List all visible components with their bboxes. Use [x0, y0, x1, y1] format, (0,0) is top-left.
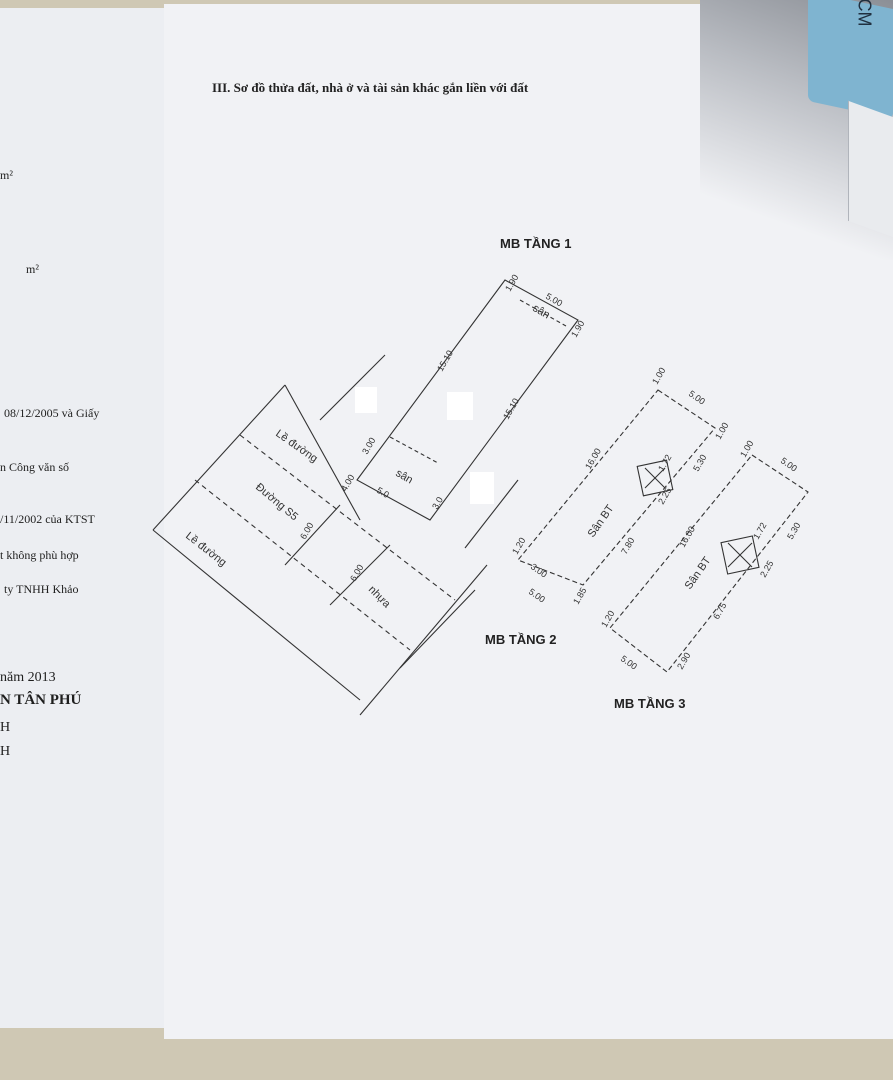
- label-road-shoulder-bottom: Lề đường: [183, 530, 228, 569]
- dim-label: 5.00: [779, 455, 799, 473]
- dim-label: 1.72: [656, 453, 673, 473]
- plan-title-floor1: MB TẦNG 1: [500, 236, 572, 251]
- dim-label: 1.72: [751, 521, 768, 541]
- redacted-box: [447, 392, 473, 420]
- dim-label: 5.30: [691, 453, 708, 473]
- dim-label: 15.10: [435, 348, 455, 373]
- floor2-label: Sân BT: [586, 503, 617, 540]
- dim-label: 1.20: [510, 536, 527, 556]
- left-fragment: /11/2002 của KTST: [0, 512, 95, 526]
- dim-label: 7.80: [619, 536, 636, 556]
- dim-label: 6.75: [711, 601, 728, 621]
- floor3-outline: [609, 454, 809, 673]
- dim-label: 3.0: [430, 495, 445, 511]
- dim-label: 1.00: [713, 421, 730, 441]
- redacted-box: [355, 387, 377, 413]
- dim-label: 5.00: [619, 653, 639, 671]
- dim-label: 4.00: [339, 473, 356, 493]
- left-fragment: N TÂN PHÚ: [0, 692, 82, 708]
- dim-label: 6.00: [348, 563, 365, 583]
- label-san-top: sân: [531, 302, 552, 321]
- dim-label: 5.00: [687, 388, 707, 406]
- left-fragment: m²: [0, 168, 13, 182]
- dim-label: 1.90: [503, 273, 520, 293]
- left-fragment: n Công văn số: [0, 460, 69, 474]
- left-page: [0, 8, 169, 1028]
- left-fragment: H: [0, 720, 11, 735]
- left-fragment: ty TNHH Khảo: [4, 582, 79, 596]
- dim-label: 2.25: [656, 486, 673, 506]
- label-san-mid: sân: [394, 467, 415, 486]
- dim-label: 5.30: [785, 521, 802, 541]
- label-road-shoulder-top: Lề đường: [273, 428, 319, 465]
- dim-label: 5.00: [527, 586, 547, 604]
- left-fragment: m²: [26, 262, 39, 276]
- plan-title-floor3: MB TẦNG 3: [614, 696, 686, 711]
- label-asphalt: nhựa: [366, 584, 393, 611]
- dim-label: 2.25: [758, 559, 775, 579]
- dim-label: 1.00: [650, 366, 667, 386]
- dim-label: 1.90: [569, 319, 586, 339]
- dim-label: 1.85: [571, 586, 588, 606]
- left-fragment: H: [0, 744, 11, 759]
- dim-label: 6.00: [298, 521, 315, 541]
- left-fragment: t không phù hợp: [0, 548, 79, 562]
- floor3-label: Sân BT: [683, 555, 714, 592]
- dim-label: 5.00: [544, 291, 564, 308]
- section-heading: III. Sơ đồ thửa đất, nhà ở và tài sản kh…: [212, 80, 529, 95]
- lot-outline: [356, 279, 579, 521]
- left-fragment: 08/12/2005 và Giấy: [4, 406, 100, 420]
- dim-label: 15.10: [501, 396, 521, 421]
- dim-label: 1.20: [599, 609, 616, 629]
- plan-title-floor2: MB TẦNG 2: [485, 632, 557, 647]
- floor2-outline: [517, 389, 716, 586]
- label-road-name: Đường S5: [253, 481, 300, 523]
- dim-label: 16.00: [583, 446, 603, 471]
- dim-label: 3.00: [529, 561, 549, 579]
- left-fragment: năm 2013: [0, 670, 56, 685]
- redacted-box: [470, 472, 494, 504]
- dim-label: 3.00: [360, 436, 377, 456]
- dim-label: 2.90: [675, 651, 692, 671]
- dim-label: 16.00: [677, 524, 697, 549]
